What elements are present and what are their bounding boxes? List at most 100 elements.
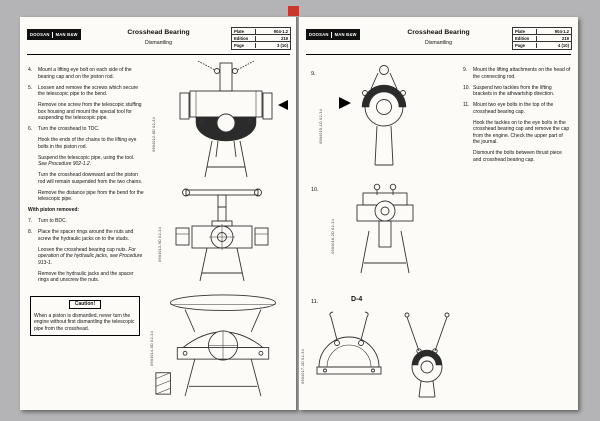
figure-code: 0904013-9D 02-34 xyxy=(158,227,162,262)
page-spine-shadow xyxy=(296,17,299,410)
figures-column: 9. 0904015-1D 02-34 10. 0904016-2D 02-34 xyxy=(301,59,457,407)
instruction-step: 8. Place the spacer rings around the nut… xyxy=(28,229,144,242)
step-text: Remove the distance pipe from the bend f… xyxy=(38,189,144,203)
instruction-step: Turn the crosshead downward and the pist… xyxy=(28,172,144,185)
section-heading: With piston removed: xyxy=(28,207,80,213)
figure-label-11: 11. xyxy=(311,299,319,305)
plate-info-table: Plate 904-1.2 Edition 219 Page 3 (10) xyxy=(231,27,291,50)
figure-piston-removed xyxy=(152,291,294,400)
caution-title: Caution! xyxy=(68,299,102,309)
step-text: Mount two eye bolts in the top of the cr… xyxy=(473,102,554,115)
instruction-step: 11. Mount two eye bolts in the top of th… xyxy=(463,102,571,115)
step-number: 8. xyxy=(28,229,33,235)
step-text: Turn the crosshead to TDC. xyxy=(38,126,100,132)
figure-10-eye-bolts xyxy=(339,181,429,277)
figure-hydraulic-jacks-drawing xyxy=(175,188,269,282)
page-subtitle: Dismantling xyxy=(144,40,173,46)
instruction-step: Dismount the bolts between thrust piece … xyxy=(463,150,571,163)
manual-page-right: DOOSAN MAN B&W Crosshead Bearing Dismant… xyxy=(299,17,578,410)
step-number: 7. xyxy=(28,218,33,224)
page-header: DOOSAN MAN B&W Crosshead Bearing Dismant… xyxy=(299,27,578,54)
step-text: Remove one screw from the telescopic stu… xyxy=(38,102,142,121)
step-text: Loosen and remove the screws which secur… xyxy=(38,84,139,98)
instruction-step: Remove the hydraulic jacks and the space… xyxy=(28,271,144,284)
step-number xyxy=(28,247,38,267)
info-row-page: Page 4 (10) xyxy=(515,42,569,48)
instruction-step: Hook the ends of the chains to the lifti… xyxy=(28,137,144,150)
step-number xyxy=(28,137,38,150)
instructions-column: 4. Mount a lifting eye bolt on each side… xyxy=(28,67,144,336)
brand-doosan: DOOSAN xyxy=(30,32,50,37)
info-row-page: Page 3 (10) xyxy=(234,42,288,48)
red-bookmark-marker xyxy=(288,6,299,16)
header-titles: Crosshead Bearing Dismantling xyxy=(374,29,503,46)
page-title: Crosshead Bearing xyxy=(407,29,470,36)
figures-column: 0904012-8D 02-34 0 xyxy=(150,59,294,407)
info-row-edition: Edition 219 xyxy=(232,35,290,43)
step-number: 10. xyxy=(463,84,470,91)
step-text: Loosen the crosshead bearing cap nuts. F… xyxy=(38,247,144,267)
figure-code: 0904017-3D 02-34 xyxy=(301,349,305,384)
logo-divider xyxy=(52,31,54,38)
figure-11-drawing xyxy=(316,311,450,398)
page-header: DOOSAN MAN B&W Crosshead Bearing Dismant… xyxy=(20,27,297,54)
step-number xyxy=(28,172,38,185)
info-row-edition: Edition 219 xyxy=(513,35,571,43)
instruction-step: Remove the distance pipe from the bend f… xyxy=(28,190,144,203)
instruction-step: 10. Suspend two tackles from the lifting… xyxy=(463,85,571,98)
step-number xyxy=(28,271,38,284)
doosan-manbw-logo: DOOSAN MAN B&W xyxy=(27,29,81,40)
step-text: Place the spacer rings around the nuts a… xyxy=(38,229,134,242)
step-number xyxy=(28,155,38,168)
step-text: Mount a lifting eye bolt on each side of… xyxy=(38,67,132,80)
step-text-main: Loosen the crosshead bearing cap nuts. xyxy=(38,246,129,253)
step-number: 11. xyxy=(463,102,470,108)
manual-page-left: DOOSAN MAN B&W Crosshead Bearing Dismant… xyxy=(20,17,297,410)
instruction-step: 9. Mount the lifting attachments on the … xyxy=(463,67,571,80)
brand-manbw: MAN B&W xyxy=(55,32,78,37)
step-text: Mount the lifting attachments on the hea… xyxy=(473,67,571,80)
header-rule xyxy=(27,54,290,55)
step-text: Remove the hydraulic jacks and the space… xyxy=(38,270,134,284)
instruction-step: 6. Turn the crosshead to TDC. xyxy=(28,126,144,133)
caution-text: When a piston is dismantled, never turn … xyxy=(34,312,135,332)
step-text: Turn to BDC. xyxy=(38,218,67,224)
step-text: Suspend two tackles from the lifting bra… xyxy=(473,84,555,98)
step-number: 5. xyxy=(28,84,33,91)
step-number: 4. xyxy=(28,67,33,73)
step-text-main: Suspend the telescopic pipe, using the t… xyxy=(38,154,135,161)
step-text: Hook the tackles on to the eye bolts in … xyxy=(473,119,570,146)
instruction-step: 4. Mount a lifting eye bolt on each side… xyxy=(28,67,144,80)
header-rule xyxy=(306,54,571,55)
figure-crosshead-chains-drawing xyxy=(179,61,288,178)
figure-11-cap-and-tackles xyxy=(307,311,457,399)
page-subtitle: Dismantling xyxy=(424,40,453,46)
instruction-step: Remove one screw from the telescopic stu… xyxy=(28,102,144,122)
figure-code: 0904012-8D 02-34 xyxy=(152,117,156,152)
step-number xyxy=(463,150,473,163)
instruction-step: Loosen the crosshead bearing cap nuts. F… xyxy=(28,247,144,267)
brand-manbw: MAN B&W xyxy=(334,32,357,37)
figure-9-drawing xyxy=(339,65,407,166)
step-text-ref: For operation of the hydraulic jacks, se… xyxy=(38,246,143,266)
doosan-manbw-logo: DOOSAN MAN B&W xyxy=(306,29,360,40)
step-number: 6. xyxy=(28,126,33,132)
step-text: Dismount the bolts between thrust piece … xyxy=(473,150,562,163)
step-number xyxy=(463,120,473,146)
step-text: Suspend the telescopic pipe, using the t… xyxy=(38,155,144,168)
brand-doosan: DOOSAN xyxy=(309,32,329,37)
figure-code: 0904016-2D 02-34 xyxy=(331,219,335,254)
figure-code: 0904015-1D 02-34 xyxy=(319,109,323,144)
step-number xyxy=(28,190,38,203)
d4-label: D-4 xyxy=(351,296,363,303)
logo-divider xyxy=(331,31,333,38)
figure-hydraulic-jacks xyxy=(166,187,278,283)
step-number: 9. xyxy=(463,67,468,73)
header-titles: Crosshead Bearing Dismantling xyxy=(95,29,222,46)
step-text: Turn the crosshead downward and the pist… xyxy=(38,172,143,185)
instruction-step: Suspend the telescopic pipe, using the t… xyxy=(28,155,144,168)
figure-label-10: 10. xyxy=(311,187,319,193)
page-title: Crosshead Bearing xyxy=(127,29,190,36)
caution-box: Caution! When a piston is dismantled, ne… xyxy=(30,295,140,336)
step-text: Hook the ends of the chains to the lifti… xyxy=(38,137,137,150)
